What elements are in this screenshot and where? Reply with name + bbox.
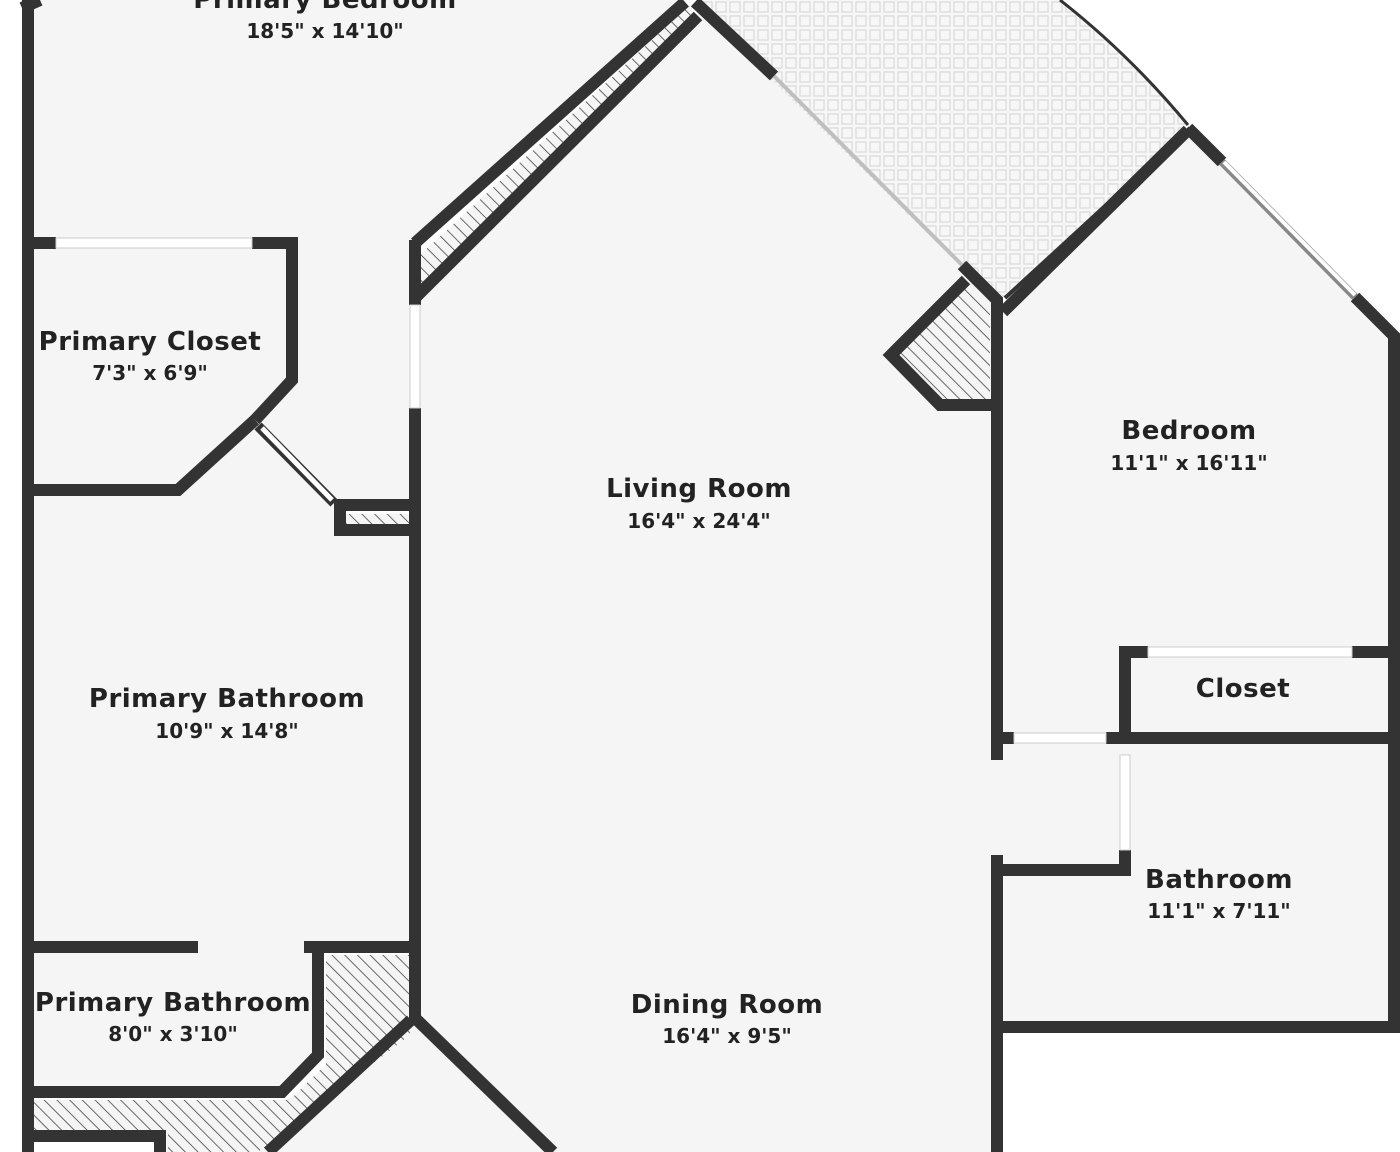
living-dining-floor (415, 14, 997, 1152)
bathroom-floor (997, 738, 1395, 1027)
room-name: Bedroom (1121, 416, 1256, 446)
wall-diagonal-outer (411, 0, 689, 248)
window-closet-top (55, 237, 253, 249)
window-bath-hall (1119, 754, 1131, 851)
hatched-areas (34, 5, 990, 1152)
room-dimensions: 18'5" x 14'10" (246, 19, 403, 43)
patio-edge (1059, 0, 1190, 126)
wall-closet-bottom (22, 415, 260, 496)
wall-pbath2-right (22, 947, 324, 1098)
floors (28, 0, 1395, 1152)
walls (19, 0, 1400, 1152)
room-dimensions: 11'1" x 16'11" (1110, 451, 1267, 475)
primary-bedroom-floor (28, 0, 690, 505)
room-name: Primary Closet (39, 327, 262, 357)
room-dimensions: 16'4" x 24'4" (627, 509, 770, 533)
hatch-small-ledge (345, 514, 410, 526)
room-name: Living Room (606, 474, 792, 504)
wall-diagonal-inner (410, 11, 703, 303)
bedroom-floor (997, 133, 1395, 738)
wall-bottom-left-box (22, 1130, 166, 1152)
hatch-diagonal-top (420, 5, 698, 285)
wall-shaft (882, 260, 1003, 411)
patio-tiles (700, 0, 1188, 298)
window-closet-r (1147, 646, 1353, 658)
wall-lower-diag-right (410, 1013, 558, 1152)
hall-floor (997, 738, 1125, 870)
window-living-left (409, 304, 421, 409)
wall-bedroom-right-diagonal-b (1350, 292, 1400, 347)
room-dimensions: 7'3" x 6'9" (92, 361, 208, 385)
room-name: Primary Bedroom (193, 0, 456, 15)
closet-floor (1125, 652, 1395, 738)
labels: Primary Bedroom 18'5" x 14'10" Primary C… (35, 0, 1293, 1048)
patio-rail (772, 74, 964, 267)
room-name: Bathroom (1145, 865, 1293, 895)
wall-bedroom-right-diagonal-a (1183, 123, 1227, 167)
primary-closet-floor (28, 243, 292, 490)
window-hall (1013, 732, 1107, 744)
hatch-bottom-strip (34, 1018, 410, 1152)
wall-bath-hall (991, 850, 1131, 876)
hatch-shaft-right (897, 285, 990, 400)
room-name: Primary Bathroom (89, 684, 365, 714)
wall-bath-notch-2 (334, 505, 415, 536)
wall-patio-bottom (1003, 126, 1192, 300)
primary-bathroom-floor (28, 420, 415, 947)
room-dimensions: 8'0" x 3'10" (108, 1022, 238, 1046)
room-dimensions: 16'4" x 9'5" (662, 1024, 792, 1048)
window-bedroom-diag-inner (1222, 160, 1357, 297)
door-closet-diag-inner (260, 426, 334, 502)
room-name: Dining Room (631, 990, 823, 1020)
primary-bathroom-2-floor (28, 947, 318, 1092)
room-name: Closet (1196, 674, 1290, 704)
room-dimensions: 11'1" x 7'11" (1147, 899, 1290, 923)
wall-closet-right (250, 237, 298, 425)
room-name: Primary Bathroom (35, 988, 311, 1018)
room-dimensions: 10'9" x 14'8" (155, 719, 298, 743)
wall-left-top-tab (19, 0, 43, 14)
wall-living-top-right (690, 0, 779, 81)
wall-lower-diag (263, 1015, 416, 1152)
windows (55, 159, 1358, 851)
